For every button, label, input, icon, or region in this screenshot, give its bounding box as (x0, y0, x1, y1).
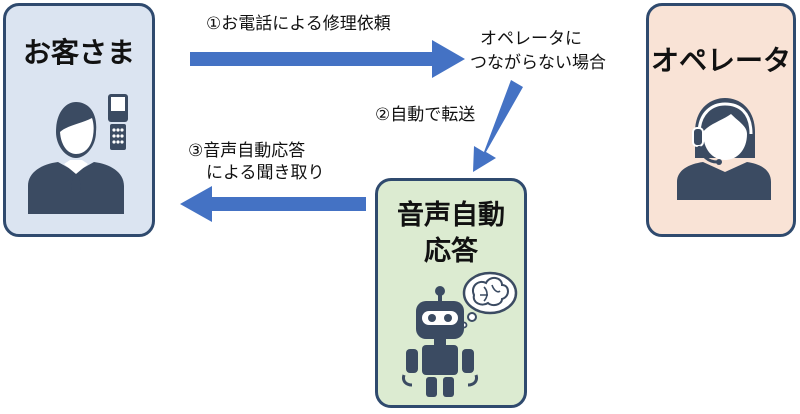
customer-box: お客さま (3, 3, 155, 237)
customer-title: お客さま (22, 36, 135, 69)
operator-headset-icon (677, 98, 771, 200)
operator-unavailable-line1: オペレータに (480, 29, 582, 49)
robot-with-brain-icon (402, 271, 518, 397)
operator-unavailable-line2: つながらない場合 (470, 53, 606, 73)
step3-label-line2: による聞き取り (206, 163, 325, 183)
arrow-step1 (190, 40, 465, 78)
step2-label: ②自動で転送 (375, 105, 476, 125)
arrow-step3 (180, 186, 366, 222)
step1-label: ①お電話による修理依頼 (206, 14, 391, 34)
operator-box: オペレータ (646, 3, 796, 237)
operator-title: オペレータ (650, 44, 791, 77)
businessman-with-phone-icon (28, 94, 128, 214)
ivr-title-line2: 応答 (424, 236, 478, 267)
ivr-box: 音声自動 応答 (375, 178, 527, 408)
step3-label-line1: ③音声自動応答 (188, 141, 306, 161)
ivr-title-line1: 音声自動 (397, 200, 505, 231)
arrow-step2 (473, 80, 523, 172)
